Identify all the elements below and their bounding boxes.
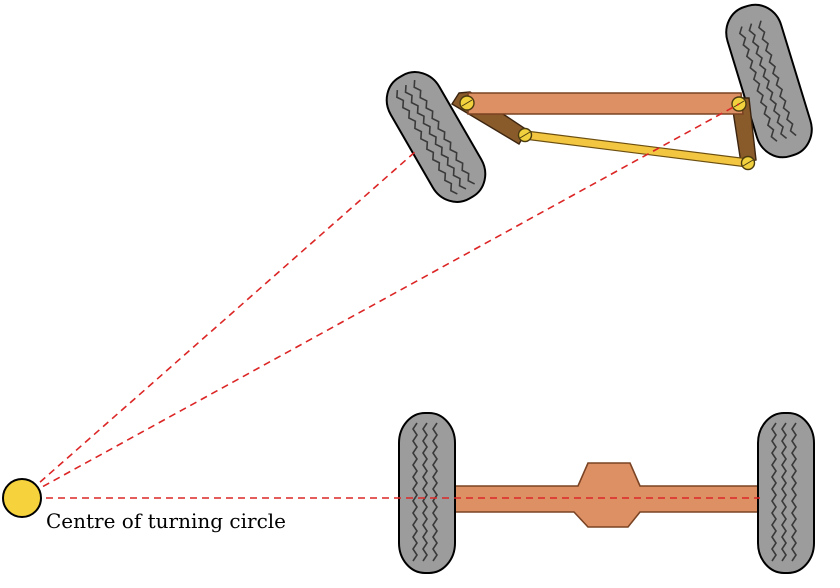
pivot-icon [459, 95, 475, 111]
front-right-tyre-icon [725, 3, 813, 159]
front-axle-beam [467, 92, 744, 115]
pivot-icon [740, 155, 756, 171]
tie-rod [523, 130, 750, 168]
front-left-tyre-icon [385, 71, 487, 203]
guide-line-left-front [21, 151, 416, 499]
rear-left-tyre-icon [398, 412, 456, 574]
pivot-icon [517, 127, 533, 143]
pivot-icon [731, 96, 747, 112]
rear-axle-beam [451, 462, 766, 528]
guide-line-right-front [21, 103, 740, 499]
centre-marker-icon [2, 478, 42, 518]
rear-right-tyre-icon [757, 412, 815, 574]
centre-of-turning-circle-label: Centre of turning circle [46, 509, 286, 533]
